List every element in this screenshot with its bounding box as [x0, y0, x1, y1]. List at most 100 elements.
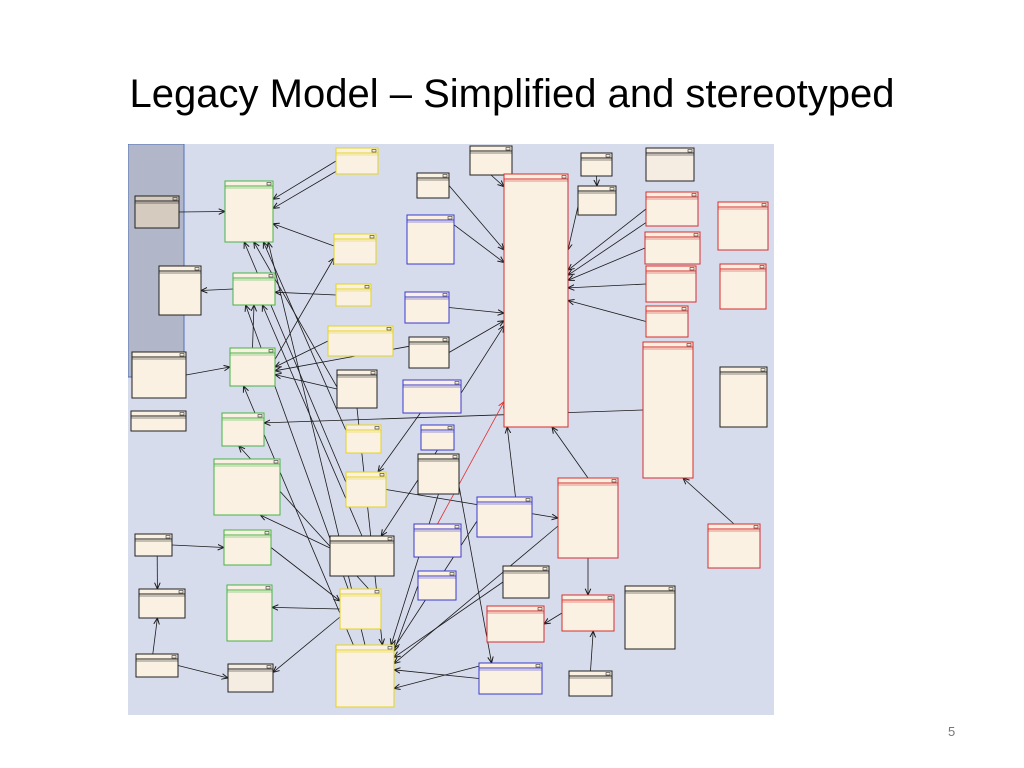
class-box[interactable]: [420, 424, 455, 451]
class-box[interactable]: [502, 565, 550, 599]
association-arrow[interactable]: [378, 412, 421, 472]
association-arrow[interactable]: [152, 618, 158, 655]
association-arrow[interactable]: [568, 301, 647, 322]
association-arrow[interactable]: [177, 665, 228, 679]
class-box[interactable]: [408, 336, 450, 369]
association-arrow[interactable]: [568, 247, 646, 280]
class-box[interactable]: [130, 410, 187, 432]
class-box[interactable]: [568, 670, 613, 697]
class-box[interactable]: [134, 195, 180, 229]
association-arrow[interactable]: [453, 224, 504, 263]
class-box[interactable]: [336, 369, 378, 409]
association-arrow[interactable]: [568, 208, 647, 270]
association-arrow[interactable]: [568, 283, 647, 288]
class-box[interactable]: [577, 185, 617, 216]
association-arrow[interactable]: [274, 258, 334, 360]
class-box[interactable]: [229, 347, 276, 387]
association-arrow[interactable]: [458, 485, 492, 663]
class-box[interactable]: [227, 663, 274, 693]
class-box[interactable]: [416, 172, 450, 199]
class-box[interactable]: [417, 453, 460, 495]
class-box[interactable]: [158, 265, 202, 316]
class-box[interactable]: [138, 588, 186, 619]
class-box[interactable]: [345, 424, 382, 454]
class-box[interactable]: [413, 523, 462, 558]
class-box[interactable]: [339, 588, 382, 630]
class-box[interactable]: [645, 265, 697, 303]
class-box[interactable]: [719, 366, 768, 428]
class-box[interactable]: [707, 523, 761, 569]
class-box[interactable]: [503, 173, 569, 428]
class-box[interactable]: [131, 351, 187, 399]
class-box[interactable]: [644, 231, 701, 265]
class-box[interactable]: [333, 233, 377, 265]
association-arrow[interactable]: [683, 478, 735, 525]
association-arrow[interactable]: [264, 409, 644, 423]
association-arrow[interactable]: [448, 307, 504, 314]
association-arrow[interactable]: [568, 206, 579, 250]
association-arrow[interactable]: [391, 493, 439, 645]
association-arrow[interactable]: [394, 525, 559, 664]
class-box[interactable]: [221, 412, 265, 447]
association-arrow[interactable]: [270, 547, 340, 602]
class-box[interactable]: [469, 145, 513, 176]
class-box[interactable]: [327, 325, 394, 357]
class-box[interactable]: [335, 147, 379, 175]
class-box[interactable]: [486, 605, 545, 643]
association-arrow[interactable]: [437, 402, 505, 525]
class-box[interactable]: [624, 585, 676, 650]
class-box[interactable]: [329, 535, 395, 577]
association-arrow[interactable]: [490, 174, 504, 187]
association-arrow[interactable]: [178, 212, 225, 213]
association-arrow[interactable]: [273, 224, 335, 247]
class-box[interactable]: [223, 529, 272, 566]
association-arrow[interactable]: [394, 670, 480, 679]
class-box[interactable]: [134, 533, 173, 557]
class-box[interactable]: [406, 214, 455, 265]
class-box[interactable]: [645, 191, 699, 227]
association-arrow[interactable]: [273, 171, 337, 208]
class-box[interactable]: [557, 477, 619, 559]
class-box[interactable]: [645, 147, 695, 182]
association-arrow[interactable]: [185, 367, 230, 376]
class-box[interactable]: [135, 653, 179, 678]
association-arrow[interactable]: [568, 222, 647, 276]
association-arrow[interactable]: [394, 581, 504, 657]
class-box[interactable]: [719, 263, 767, 310]
association-arrow[interactable]: [171, 545, 224, 548]
class-box[interactable]: [402, 379, 462, 414]
class-box[interactable]: [645, 305, 689, 338]
association-arrow[interactable]: [268, 242, 366, 646]
association-arrow[interactable]: [460, 326, 504, 394]
class-box[interactable]: [232, 272, 276, 306]
class-box[interactable]: [335, 283, 372, 307]
class-box[interactable]: [226, 584, 273, 642]
class-box[interactable]: [224, 180, 274, 243]
class-box[interactable]: [580, 152, 613, 177]
association-arrow[interactable]: [544, 612, 563, 624]
class-box[interactable]: [476, 496, 533, 538]
class-box[interactable]: [717, 201, 769, 251]
class-box[interactable]: [345, 471, 387, 508]
association-arrow[interactable]: [591, 631, 594, 672]
class-box[interactable]: [213, 458, 281, 516]
association-arrow[interactable]: [272, 607, 341, 609]
association-arrow[interactable]: [263, 242, 347, 431]
class-box[interactable]: [478, 662, 543, 695]
association-arrow[interactable]: [273, 160, 337, 199]
association-arrow[interactable]: [448, 321, 504, 353]
class-box[interactable]: [561, 594, 615, 632]
association-arrow[interactable]: [275, 340, 329, 367]
association-arrow[interactable]: [448, 185, 504, 250]
class-box[interactable]: [417, 570, 457, 601]
class-box[interactable]: [642, 341, 694, 479]
class-box[interactable]: [335, 644, 395, 708]
association-arrow[interactable]: [394, 585, 419, 652]
association-arrow[interactable]: [597, 175, 598, 186]
association-arrow[interactable]: [254, 242, 350, 409]
association-arrow[interactable]: [507, 427, 516, 498]
association-arrow[interactable]: [201, 289, 234, 291]
association-arrow[interactable]: [273, 616, 341, 672]
association-arrow[interactable]: [262, 305, 363, 537]
association-arrow[interactable]: [394, 665, 480, 688]
